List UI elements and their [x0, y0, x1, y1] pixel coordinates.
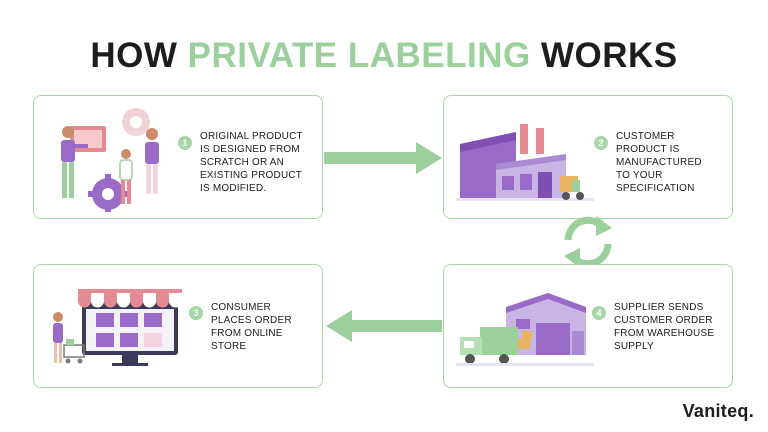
online-store-illustration — [53, 289, 182, 366]
step-3-number: 3 — [189, 306, 203, 320]
step-3-card: 3 CONSUMER PLACES ORDER FROM ONLINE STOR… — [33, 264, 323, 388]
page-title: HOW PRIVATE LABELING WORKS — [0, 36, 768, 76]
step-2-text: CUSTOMER PRODUCT IS MANUFACTURED TO YOUR… — [616, 131, 702, 194]
step-2-number: 2 — [594, 136, 608, 150]
step-1-text: ORIGINAL PRODUCT IS DESIGNED FROM SCRATC… — [200, 131, 303, 194]
brand-logo: Vaniteq. — [682, 401, 754, 421]
step-2-card: 2 CUSTOMER PRODUCT IS MANUFACTURED TO YO… — [443, 95, 733, 219]
design-team-illustration — [61, 108, 159, 212]
step-3-text: CONSUMER PLACES ORDER FROM ONLINE STORE — [211, 302, 292, 352]
step-4-card: 4 SUPPLIER SENDS CUSTOMER ORDER FROM WAR… — [443, 264, 733, 388]
cycle-arrows-icon — [564, 216, 612, 268]
title-part-private-labeling: PRIVATE LABELING — [187, 36, 531, 75]
title-part-how: HOW — [90, 36, 188, 75]
step-4-text: SUPPLIER SENDS CUSTOMER ORDER FROM WAREH… — [614, 302, 715, 352]
step-1-card: 1 ORIGINAL PRODUCT IS DESIGNED FROM SCRA… — [33, 95, 323, 219]
arrow-right — [324, 142, 442, 174]
factory-illustration — [456, 124, 594, 201]
step-1-number: 1 — [178, 136, 192, 150]
step-4-number: 4 — [592, 306, 606, 320]
warehouse-truck-illustration — [456, 293, 594, 366]
arrow-left — [326, 310, 442, 342]
title-part-works: WORKS — [530, 36, 678, 75]
